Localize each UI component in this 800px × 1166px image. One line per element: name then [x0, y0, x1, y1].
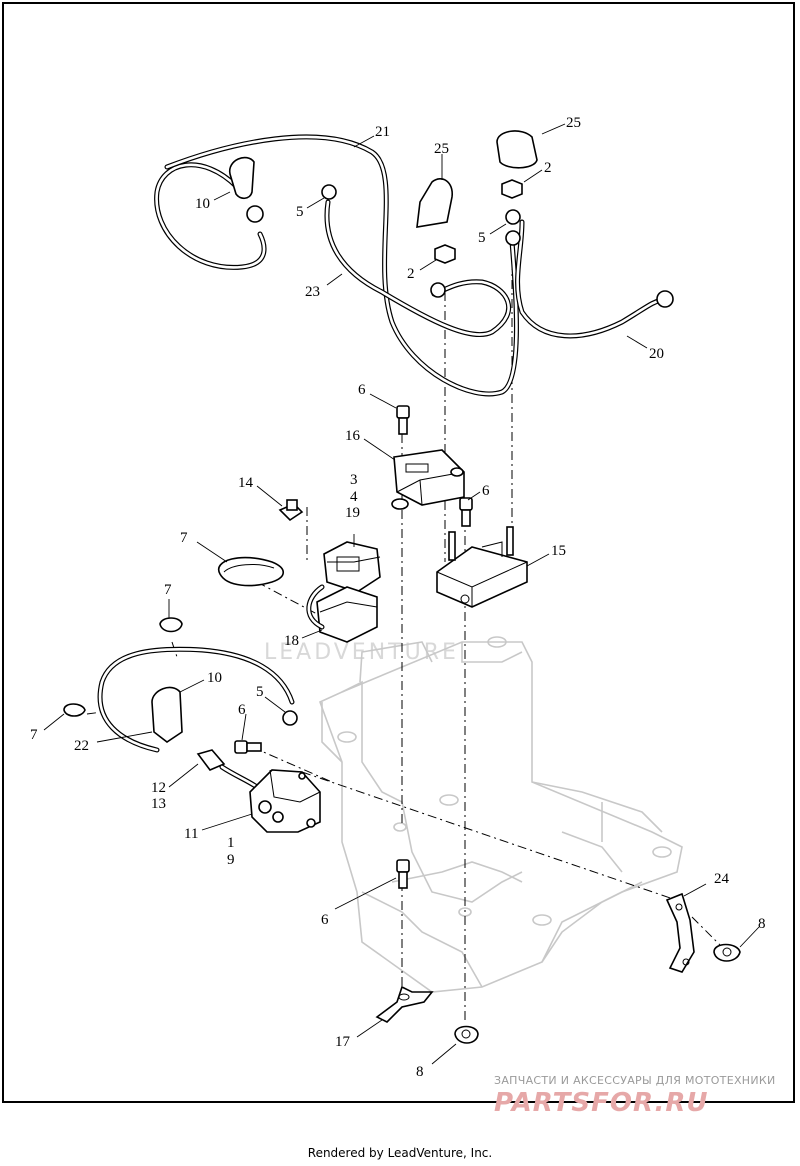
callout-12: 12: [151, 780, 166, 796]
cable-21: [154, 134, 519, 397]
callout-25-left: 25: [434, 141, 449, 157]
ad-tagline: ЗАПЧАСТИ И АКСЕССУАРЫ ДЛЯ МОТОТЕХНИКИ: [494, 1074, 776, 1087]
terminal-boots: [151, 130, 538, 743]
callout-3: 3: [350, 472, 358, 488]
callout-19: 19: [345, 505, 360, 521]
callout-6-left: 6: [238, 702, 246, 718]
callout-10-lower: 10: [207, 670, 222, 686]
callout-22: 22: [74, 738, 89, 754]
callout-21: 21: [375, 124, 390, 140]
callout-5-upper-left: 5: [296, 204, 304, 220]
footer-credit: Rendered by LeadVenture, Inc.: [307, 1146, 493, 1160]
bracket-17: [375, 985, 434, 1023]
callout-2-right: 2: [544, 160, 552, 176]
cable-22: [97, 646, 295, 753]
callout-7-left: 7: [30, 727, 38, 743]
callout-9: 9: [227, 852, 235, 868]
callout-25-right: 25: [566, 115, 581, 131]
callout-6-bottom: 6: [321, 912, 329, 928]
parts-diagram: LEADVENTURE: [30, 115, 766, 1080]
callout-16: 16: [345, 428, 361, 444]
harness-18-19: [306, 541, 381, 643]
callout-14: 14: [238, 475, 254, 491]
callout-10-upper: 10: [195, 196, 210, 212]
callout-6-top: 6: [358, 382, 366, 398]
callout-5-lower: 5: [256, 684, 264, 700]
ad-logo-text: PARTSFOR.RU: [494, 1088, 709, 1118]
module-16: [391, 449, 465, 510]
callout-18: 18: [284, 633, 299, 649]
callout-2-left: 2: [407, 266, 415, 282]
cable-23: [324, 199, 512, 338]
clamps-8: [454, 943, 741, 1044]
connector-12-13: [196, 749, 267, 795]
clip-14: [278, 499, 304, 522]
callout-11: 11: [184, 826, 198, 842]
callout-15: 15: [551, 543, 566, 559]
ring-terminals: [246, 184, 674, 726]
relay-block-15: [436, 526, 528, 608]
nuts: [434, 179, 523, 264]
bracket-24: [665, 892, 695, 973]
strap-7: [217, 556, 285, 587]
callout-24: 24: [714, 871, 730, 887]
callout-8-right: 8: [758, 916, 766, 932]
callout-13: 13: [151, 796, 166, 812]
cable-20: [515, 219, 665, 339]
diagram-frame: LEADVENTURE: [2, 2, 795, 1118]
callout-labels: 21 10 5 23 25 2 25 2 5 20 6 16 6 14 3 4 …: [30, 115, 766, 1080]
callout-8-bottom: 8: [416, 1064, 424, 1080]
callout-4: 4: [350, 489, 358, 505]
clips-7: [63, 617, 183, 717]
bolts: [234, 405, 473, 889]
battery-tray: [318, 636, 683, 993]
callout-20: 20: [649, 346, 664, 362]
callout-6-mid: 6: [482, 483, 490, 499]
callout-7-upper: 7: [180, 530, 188, 546]
callout-23: 23: [305, 284, 320, 300]
callout-17: 17: [335, 1034, 351, 1050]
leader-lines: [43, 123, 760, 1065]
sensor-1-9-11: [249, 769, 321, 833]
assembly-lines: [86, 242, 723, 1022]
callout-5-right: 5: [478, 230, 486, 246]
callout-7-mid: 7: [164, 582, 172, 598]
callout-1: 1: [227, 835, 235, 851]
